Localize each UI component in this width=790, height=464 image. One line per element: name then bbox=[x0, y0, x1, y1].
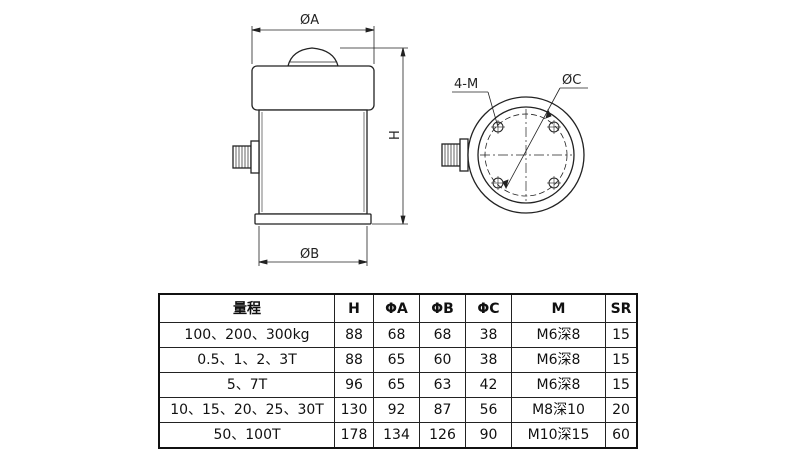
table-row: 10、15、20、25、30T 130 92 87 56 M8深10 20 bbox=[158, 397, 638, 423]
cell-phi-a: 68 bbox=[373, 322, 420, 348]
cell-sr: 20 bbox=[605, 397, 638, 423]
table-row: 5、7T 96 65 63 42 M6深8 15 bbox=[158, 372, 638, 398]
cell-m: M6深8 bbox=[511, 347, 606, 373]
cell-range: 0.5、1、2、3T bbox=[158, 347, 335, 373]
cell-phi-a: 134 bbox=[373, 422, 420, 449]
label-phi-b: ØB bbox=[300, 247, 319, 262]
header-phi-b: ΦB bbox=[419, 293, 466, 323]
dimension-phi-a bbox=[251, 26, 375, 64]
table-row: 100、200、300kg 88 68 68 38 M6深8 15 bbox=[158, 322, 638, 348]
cell-phi-b: 60 bbox=[419, 347, 466, 373]
table-header-row: 量程 H ΦA ΦB ΦC M SR bbox=[158, 293, 638, 323]
label-phi-a: ØA bbox=[300, 13, 319, 28]
label-height: H bbox=[388, 130, 403, 140]
cell-h: 130 bbox=[334, 397, 374, 423]
cell-h: 96 bbox=[334, 372, 374, 398]
header-range: 量程 bbox=[158, 293, 335, 323]
label-bolt-holes: 4-M bbox=[454, 77, 478, 92]
top-view bbox=[441, 87, 588, 214]
cell-h: 88 bbox=[334, 322, 374, 348]
cell-range: 5、7T bbox=[158, 372, 335, 398]
cell-phi-c: 42 bbox=[465, 372, 512, 398]
cell-phi-b: 68 bbox=[419, 322, 466, 348]
cell-m: M10深15 bbox=[511, 422, 606, 449]
cell-m: M8深10 bbox=[511, 397, 606, 423]
header-m: M bbox=[511, 293, 606, 323]
spec-table: 量程 H ΦA ΦB ΦC M SR 100、200、300kg 88 68 6… bbox=[158, 293, 638, 449]
cell-phi-b: 87 bbox=[419, 397, 466, 423]
table-row: 50、100T 178 134 126 90 M10深15 60 bbox=[158, 422, 638, 449]
cell-phi-a: 65 bbox=[373, 372, 420, 398]
leader-bolt-holes bbox=[452, 91, 499, 128]
cell-sr: 15 bbox=[605, 347, 638, 373]
header-sr: SR bbox=[605, 293, 638, 323]
cell-m: M6深8 bbox=[511, 372, 606, 398]
cell-phi-c: 38 bbox=[465, 347, 512, 373]
inner-circle bbox=[477, 106, 575, 204]
cylinder-body bbox=[258, 109, 368, 215]
bolt-holes bbox=[491, 120, 561, 190]
cell-phi-c: 38 bbox=[465, 322, 512, 348]
cell-phi-c: 56 bbox=[465, 397, 512, 423]
side-view bbox=[232, 26, 408, 266]
label-phi-c: ØC bbox=[562, 73, 581, 88]
cell-h: 178 bbox=[334, 422, 374, 449]
top-cap bbox=[251, 65, 375, 111]
header-phi-a: ΦA bbox=[373, 293, 420, 323]
cell-h: 88 bbox=[334, 347, 374, 373]
cell-sr: 60 bbox=[605, 422, 638, 449]
cell-sr: 15 bbox=[605, 372, 638, 398]
header-phi-c: ΦC bbox=[465, 293, 512, 323]
leader-phi-c bbox=[502, 87, 588, 190]
cell-phi-c: 90 bbox=[465, 422, 512, 449]
cell-range: 100、200、300kg bbox=[158, 322, 335, 348]
header-h: H bbox=[334, 293, 374, 323]
cell-phi-a: 65 bbox=[373, 347, 420, 373]
cell-sr: 15 bbox=[605, 322, 638, 348]
cell-m: M6深8 bbox=[511, 322, 606, 348]
base-ring bbox=[254, 213, 372, 225]
cell-phi-a: 92 bbox=[373, 397, 420, 423]
table-row: 0.5、1、2、3T 88 65 60 38 M6深8 15 bbox=[158, 347, 638, 373]
cell-phi-b: 126 bbox=[419, 422, 466, 449]
technical-drawing: ØA ØB H bbox=[232, 13, 588, 266]
cell-range: 50、100T bbox=[158, 422, 335, 449]
dimension-height bbox=[340, 47, 408, 225]
load-button bbox=[287, 47, 339, 67]
cell-phi-b: 63 bbox=[419, 372, 466, 398]
dimension-phi-b bbox=[258, 226, 368, 266]
cell-range: 10、15、20、25、30T bbox=[158, 397, 335, 423]
